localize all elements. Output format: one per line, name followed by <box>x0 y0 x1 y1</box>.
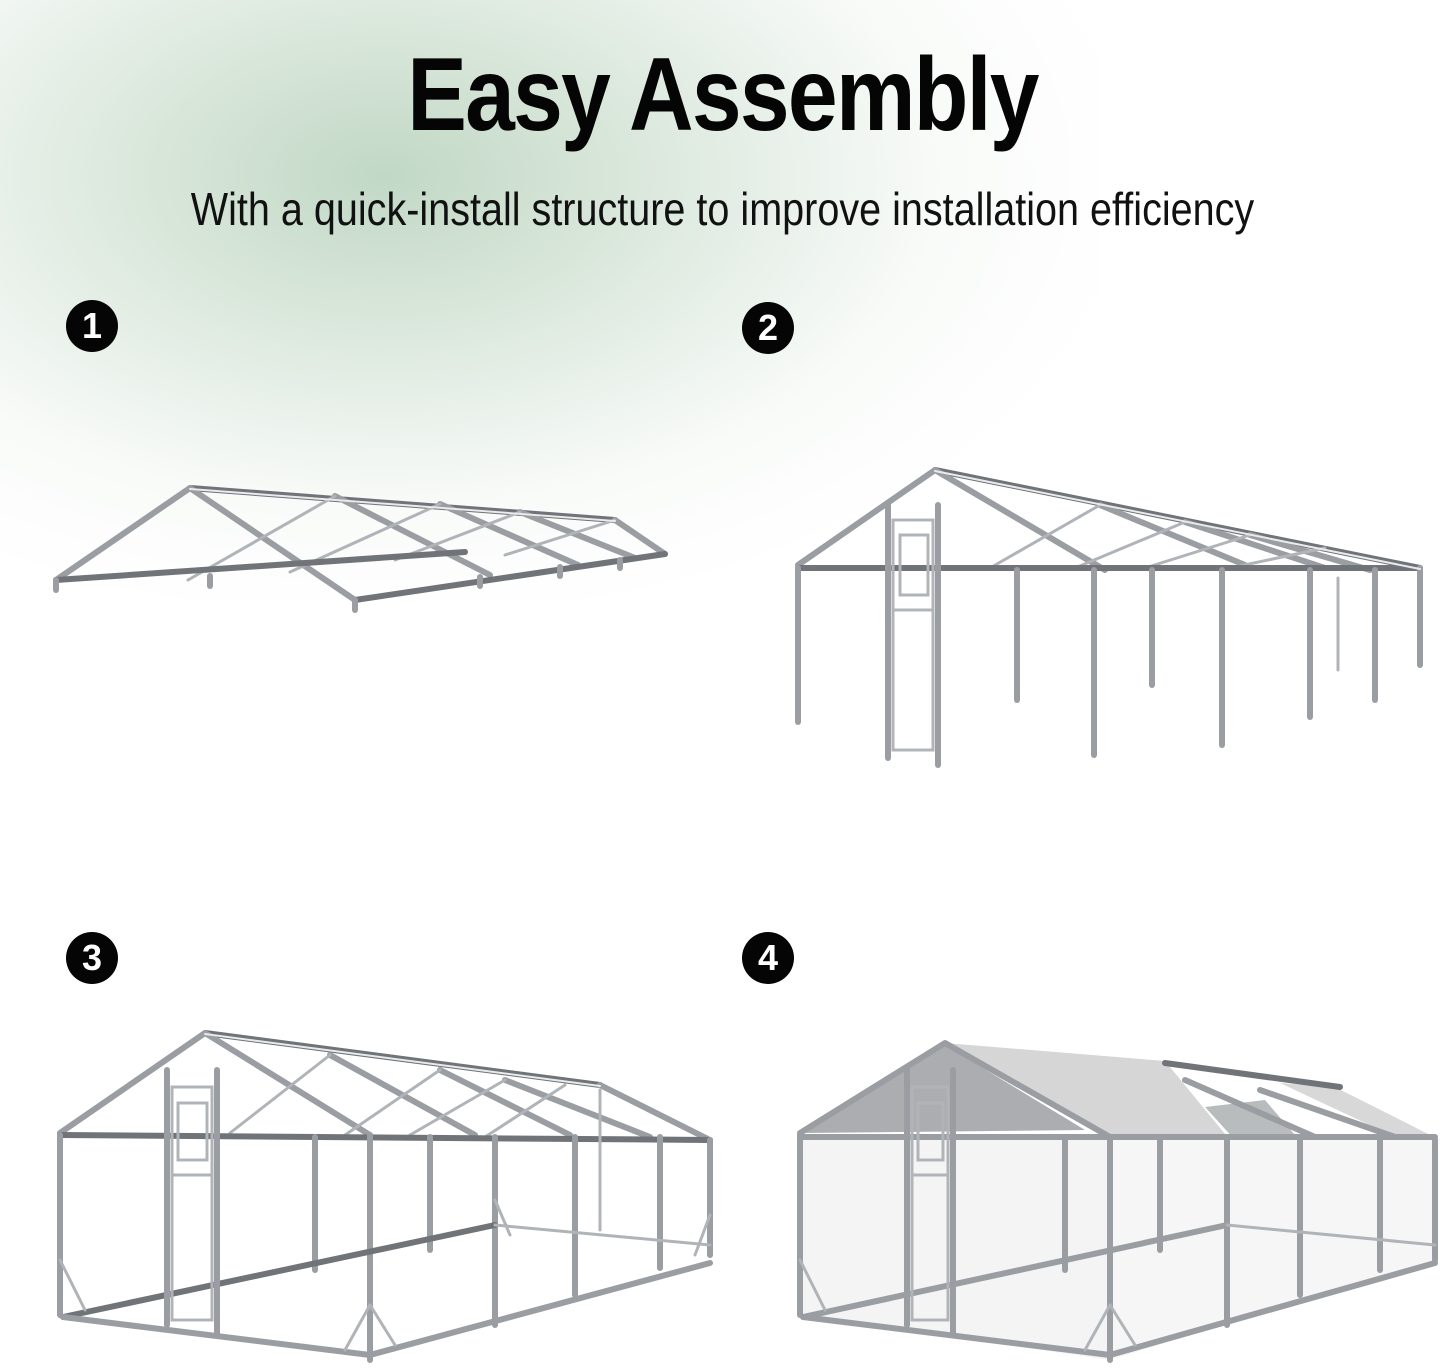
step-2-badge: 2 <box>742 302 794 354</box>
covered-coop-icon <box>797 1040 1440 1363</box>
step-number: 2 <box>757 307 779 348</box>
full-frame-icon <box>57 1030 713 1363</box>
step-2-illustration <box>790 460 1430 770</box>
step-4-badge: 4 <box>742 932 794 984</box>
page-title: Easy Assembly <box>407 37 1039 153</box>
step-4-illustration <box>795 1025 1440 1365</box>
step-number: 4 <box>757 937 779 978</box>
roof-frame-icon <box>53 485 668 613</box>
step-3-illustration <box>55 1025 725 1365</box>
frame-with-door-icon <box>795 467 1423 768</box>
step-number: 1 <box>81 305 103 346</box>
page-subtitle: With a quick-install structure to improv… <box>190 183 1255 235</box>
step-3-badge: 3 <box>66 932 118 984</box>
step-1-badge: 1 <box>66 300 118 352</box>
step-1-illustration <box>50 480 680 613</box>
step-number: 3 <box>81 937 103 978</box>
